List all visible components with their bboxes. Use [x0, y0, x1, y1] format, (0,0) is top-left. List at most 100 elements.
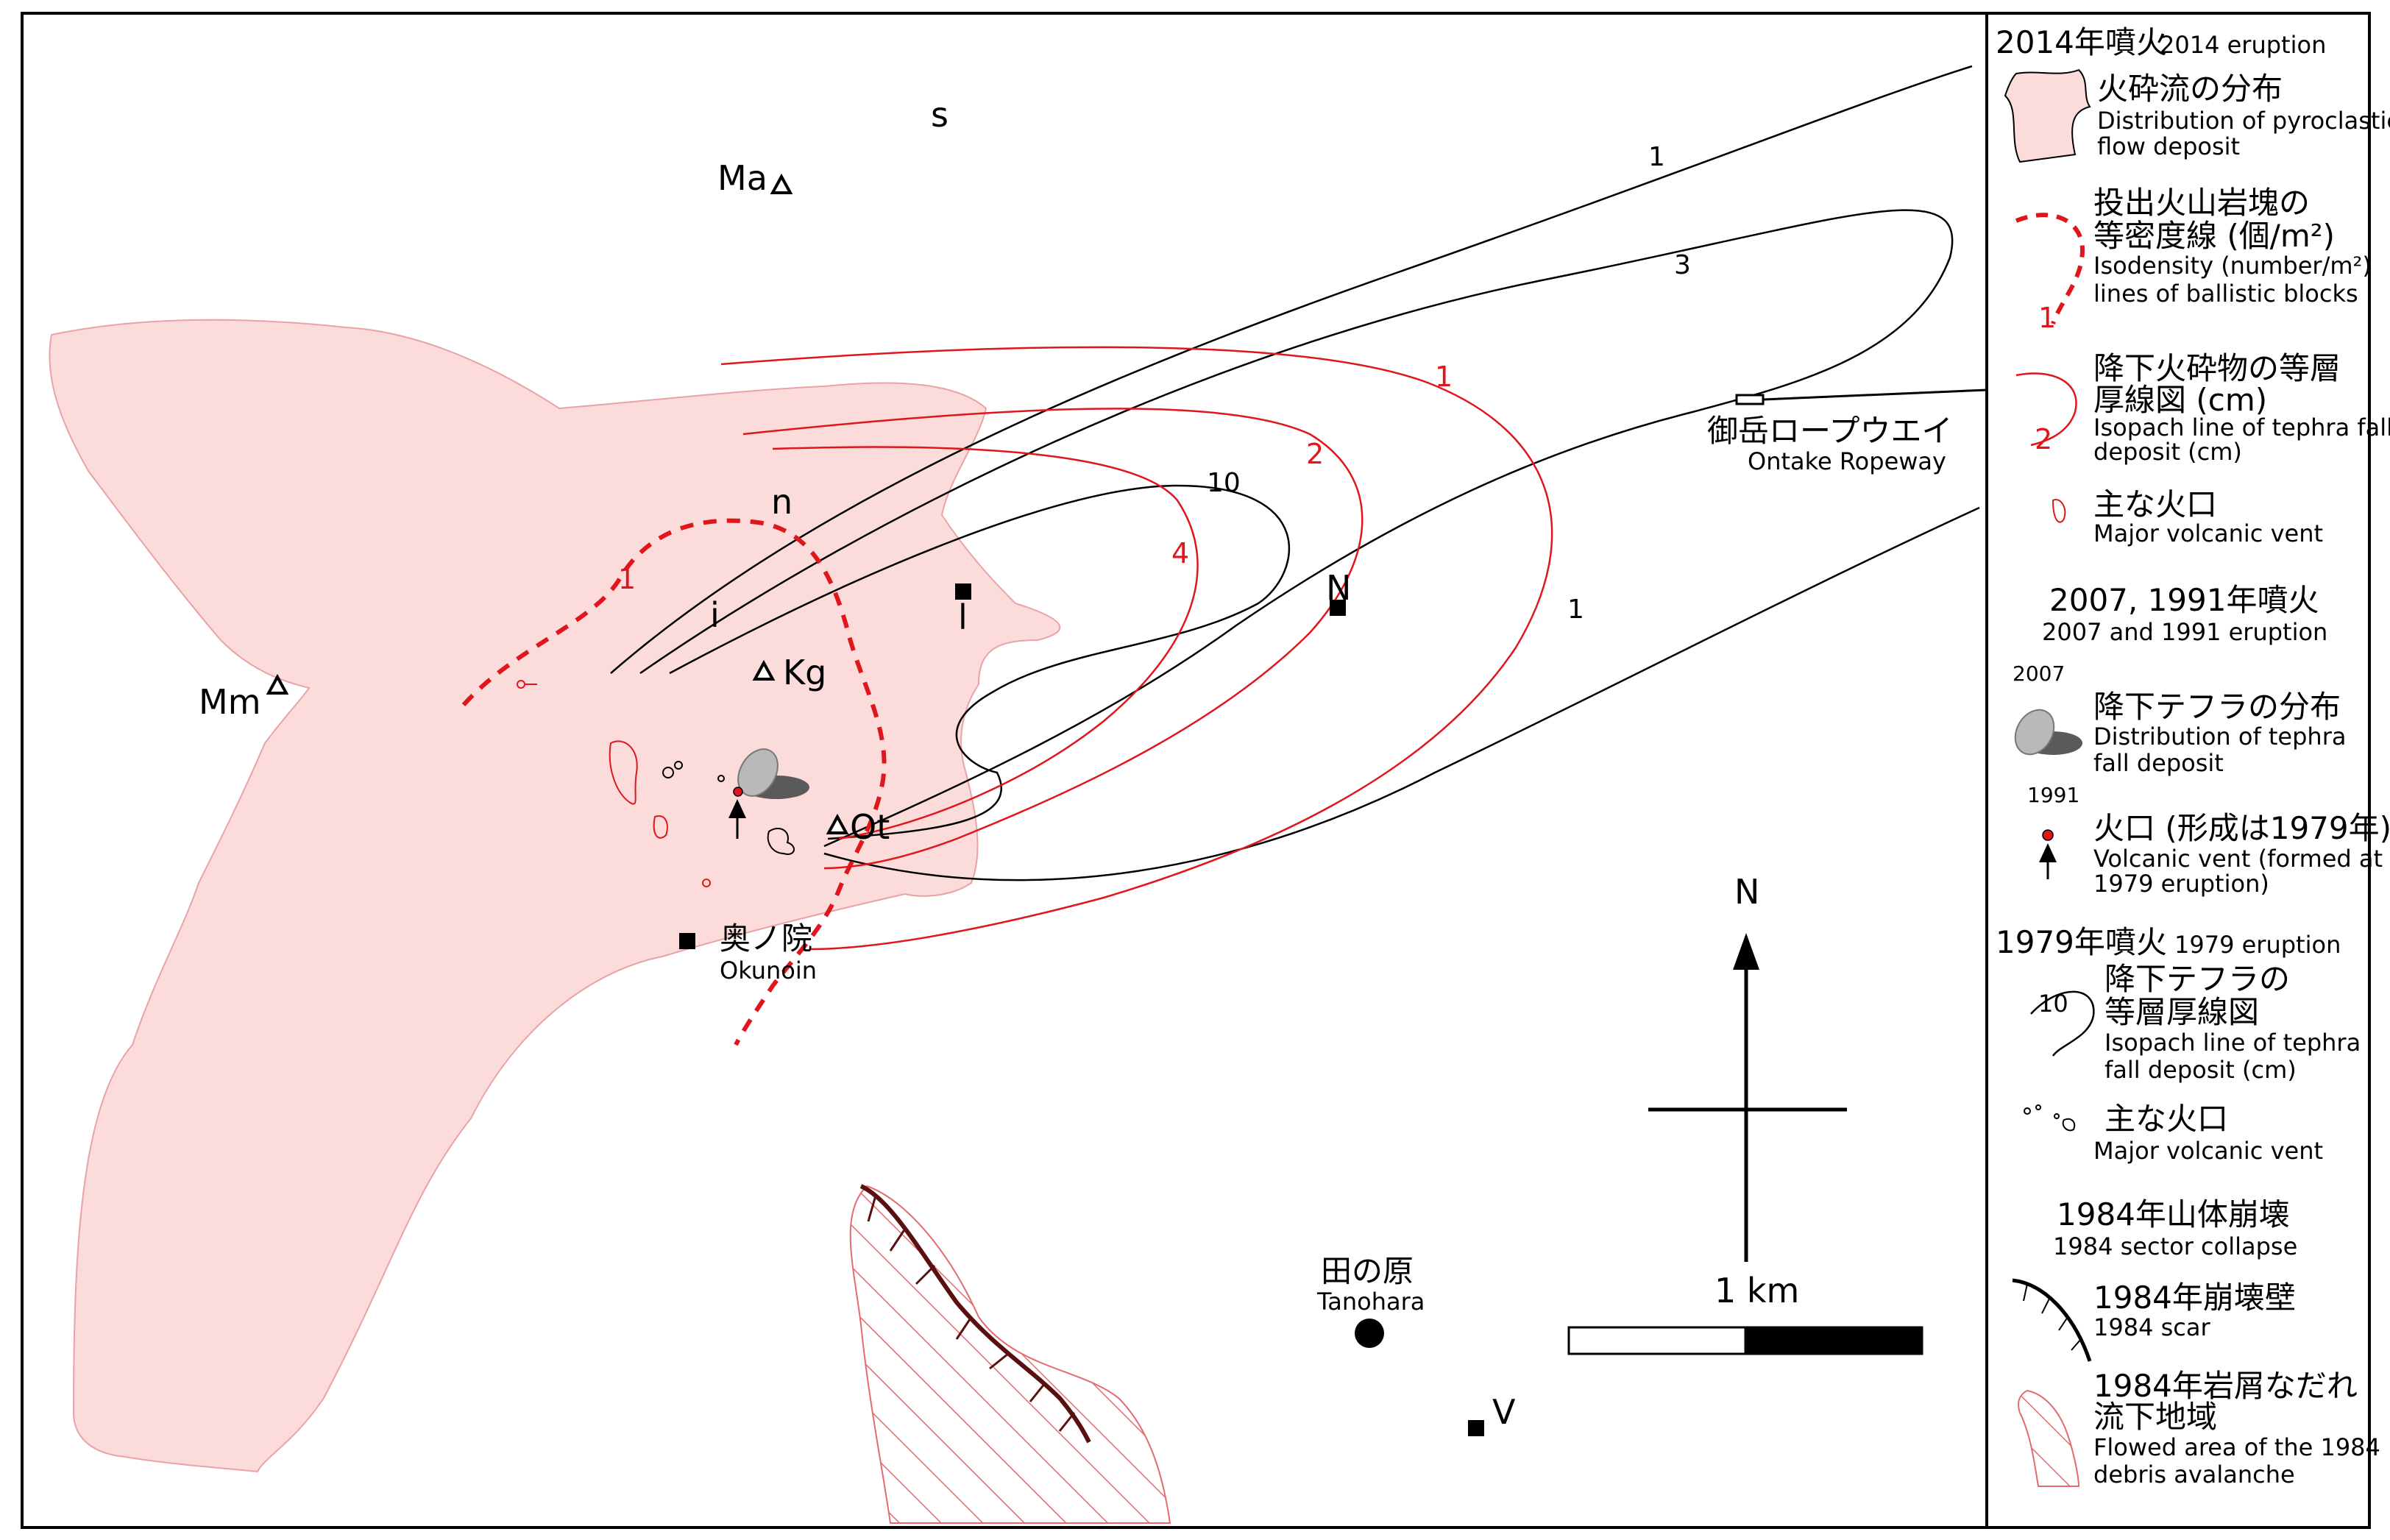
- legend-tephra-en2: fall deposit: [2093, 749, 2224, 777]
- legend-fall-swatch: [2015, 372, 2077, 447]
- legend-scar-ticks: [2023, 1283, 2082, 1351]
- label-ot: Ot: [850, 807, 890, 847]
- legend-1979-heading-jp: 1979年噴火: [1996, 924, 2167, 960]
- legend-fall-en2: deposit (cm): [2093, 438, 2242, 466]
- vent-1979-marker: [733, 787, 743, 797]
- isodensity-line: [461, 518, 887, 1046]
- okunoin-en: Okunoin: [720, 957, 817, 984]
- label-n: n: [771, 482, 792, 522]
- ropeway-en: Ontake Ropeway: [1748, 447, 1946, 475]
- isopach-2014-label-2: 2: [1306, 438, 1324, 470]
- isodensity-label: 1: [618, 563, 636, 595]
- legend-iso79-en1: Isopach line of tephra: [2104, 1029, 2361, 1057]
- legend-tephra-2007-swatch: [2014, 709, 2055, 756]
- legend-debris-jp2: 流下地域: [2093, 1399, 2217, 1435]
- legend-pyroclastic-swatch: [2004, 68, 2091, 163]
- legend-fall-jp1: 降下火砕物の等層: [2093, 350, 2341, 386]
- legend-fall-sample: 2: [2035, 423, 2052, 455]
- legend-2007-heading-en: 2007 and 1991 eruption: [2042, 618, 2327, 646]
- legend-vent79-en2: 1979 eruption): [2093, 870, 2269, 898]
- ropeway-station: [1735, 394, 1765, 405]
- label-mm: Mm: [199, 682, 261, 722]
- tanohara-en: Tanohara: [1316, 1288, 1425, 1316]
- label-l: l: [958, 597, 968, 637]
- legend-iso-en2: lines of ballistic blocks: [2093, 280, 2358, 308]
- legend: 2014年噴火 2014 eruption 火砕流の分布 Distributio…: [1996, 24, 2390, 1488]
- legend-1979-heading-en: 1979 eruption: [2174, 931, 2341, 959]
- vents-1979: [662, 761, 795, 855]
- legend-iso79-jp2: 等層厚線図: [2104, 994, 2259, 1030]
- isopach-1979-label-1-top: 1: [1648, 142, 1665, 172]
- legend-vent79-jp: 火口 (形成は1979年): [2093, 810, 2390, 846]
- isopach-2014-label-4: 4: [1171, 537, 1189, 569]
- ropeway-line: [1762, 388, 1987, 401]
- legend-2014-heading-en: 2014 eruption: [2160, 31, 2326, 59]
- legend-vent-jp: 主な火口: [2093, 486, 2217, 522]
- legend-pyro-jp: 火砕流の分布: [2097, 71, 2283, 107]
- legend-scar-en: 1984 scar: [2093, 1313, 2210, 1341]
- legend-fall-en1: Isopach line of tephra fall: [2093, 414, 2390, 441]
- map-frame: [21, 12, 2371, 1529]
- legend-vent79-arrow-icon: [2039, 843, 2057, 879]
- legend-vent-en: Major volcanic vent: [2093, 519, 2323, 547]
- legend-pyro-en2: flow deposit: [2097, 132, 2240, 160]
- legend-iso-en1: Isodensity (number/m²): [2093, 252, 2372, 280]
- legend-debris-jp1: 1984年岩屑なだれ: [2093, 1368, 2358, 1404]
- scale-label: 1 km: [1715, 1271, 1799, 1310]
- legend-debris-swatch: [2018, 1389, 2080, 1487]
- legend-iso79-en2: fall deposit (cm): [2104, 1056, 2297, 1084]
- isopach-2014-lines: [720, 346, 1553, 951]
- label-v: V: [1492, 1392, 1516, 1432]
- legend-1984-heading-jp: 1984年山体崩壊: [2057, 1196, 2290, 1232]
- legend-iso-jp1: 投出火山岩塊の: [2093, 185, 2310, 221]
- label-kg: Kg: [783, 653, 826, 692]
- label-s: s: [931, 95, 948, 135]
- legend-debris-en2: debris avalanche: [2093, 1461, 2295, 1488]
- ropeway-jp: 御岳ロープウエイ: [1707, 413, 1952, 449]
- legend-fall-jp2: 厚線図 (cm): [2093, 382, 2267, 418]
- label-N-place: N: [1326, 568, 1351, 608]
- isopach-1979-label-3: 3: [1674, 250, 1691, 280]
- legend-2007-heading-jp: 2007, 1991年噴火: [2049, 582, 2319, 618]
- legend-iso79-sample: 10: [2038, 990, 2068, 1018]
- legend-scar-jp: 1984年崩壊壁: [2093, 1280, 2296, 1316]
- legend-1984-heading-en: 1984 sector collapse: [2053, 1232, 2297, 1260]
- north-label: N: [1734, 872, 1759, 912]
- tanohara-jp: 田の原: [1321, 1253, 1414, 1289]
- summit-triangles: [266, 173, 849, 834]
- vent-arrow-icon: [728, 799, 746, 839]
- legend-2014-heading-jp: 2014年噴火: [1996, 24, 2167, 60]
- legend-vents79-swatch: [2024, 1104, 2076, 1132]
- north-arrow: [1648, 933, 1847, 1262]
- pyroclastic-flow-area: [49, 319, 1061, 1473]
- tanohara-dot: [1355, 1319, 1384, 1348]
- isopach-1979-lines: [610, 65, 1980, 881]
- legend-vent2-jp: 主な火口: [2104, 1101, 2228, 1137]
- label-ma: Ma: [717, 158, 767, 198]
- legend-scar-swatch: [2012, 1278, 2092, 1362]
- label-i: i: [710, 595, 720, 635]
- isopach-1979-label-1-bottom: 1: [1567, 595, 1584, 625]
- isopach-2014-label-1: 1: [1435, 361, 1453, 393]
- okunoin-jp: 奥ノ院: [720, 920, 812, 957]
- legend-vent-swatch: [2052, 499, 2066, 523]
- legend-debris-en1: Flowed area of the 1984: [2093, 1433, 2380, 1461]
- legend-iso-sample: 1: [2038, 302, 2056, 334]
- legend-vent79-dot: [2042, 829, 2054, 841]
- scale-bar: [1567, 1326, 1923, 1355]
- legend-vent79-en1: Volcanic vent (formed at: [2093, 845, 2383, 873]
- isopach-1979-label-10: 10: [1207, 468, 1241, 498]
- legend-tephra-jp: 降下テフラの分布: [2093, 689, 2341, 725]
- legend-iso79-jp1: 降下テフラの: [2104, 961, 2290, 997]
- legend-tag-2007: 2007: [2013, 661, 2065, 686]
- legend-isodensity-swatch: [2015, 213, 2085, 324]
- legend-tephra-en1: Distribution of tephra: [2093, 723, 2346, 751]
- legend-vent2-en: Major volcanic vent: [2093, 1137, 2323, 1165]
- legend-iso79-swatch: [2030, 990, 2095, 1057]
- tephra-2007: [737, 748, 779, 797]
- legend-tag-1991: 1991: [2027, 783, 2079, 807]
- legend-iso-jp2: 等密度線 (個/m²): [2093, 218, 2335, 254]
- major-vents: [517, 680, 711, 887]
- scar-ticks: [867, 1195, 1076, 1432]
